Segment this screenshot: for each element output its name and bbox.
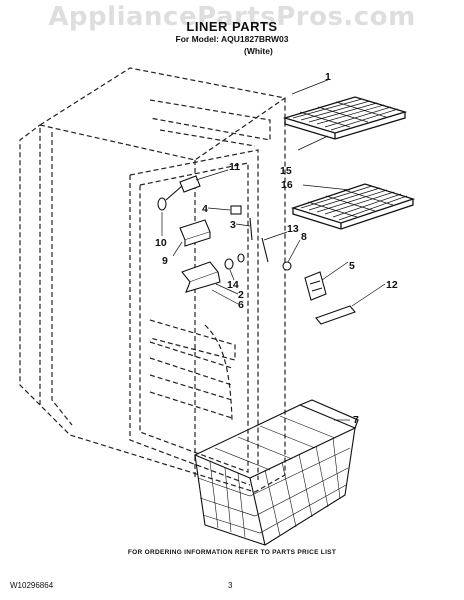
ordering-info: FOR ORDERING INFORMATION REFER TO PARTS …	[127, 549, 337, 556]
callout-13: 13	[287, 223, 299, 235]
page-number: 3	[228, 581, 233, 590]
callout-16: 16	[281, 179, 293, 191]
page-title: LINER PARTS	[186, 19, 278, 34]
doc-number: W10296864	[10, 581, 54, 590]
callout-2: 2	[238, 289, 244, 301]
callout-14: 14	[227, 279, 239, 291]
callout-7: 7	[353, 414, 359, 426]
callout-1: 1	[325, 71, 331, 83]
callout-12: 12	[386, 279, 398, 291]
callout-15: 15	[280, 165, 292, 177]
color-line: (White)	[244, 46, 273, 56]
shelf-upper	[282, 96, 408, 140]
callout-8: 8	[301, 231, 307, 243]
shelf-lower	[290, 183, 416, 230]
callout-10: 10	[155, 237, 167, 249]
callout-3: 3	[230, 219, 236, 231]
callout-9: 9	[162, 255, 168, 267]
cabinet-liner	[19, 67, 286, 493]
thermostat-housing	[179, 219, 211, 247]
watermark: AppliancePartsPros.com	[48, 2, 416, 32]
lamp-socket	[157, 175, 201, 211]
model-line: For Model: AQU1827BRW03	[175, 34, 289, 44]
wire-basket	[193, 399, 359, 546]
shelf-support	[304, 271, 327, 301]
callout-11: 11	[229, 161, 240, 173]
callout-6: 6	[238, 299, 244, 311]
control-knob	[230, 205, 269, 263]
callout-5: 5	[349, 260, 355, 272]
basket-rail	[315, 305, 356, 325]
control-bracket	[181, 253, 292, 293]
leader-lines	[161, 78, 386, 421]
callout-4: 4	[202, 203, 208, 215]
